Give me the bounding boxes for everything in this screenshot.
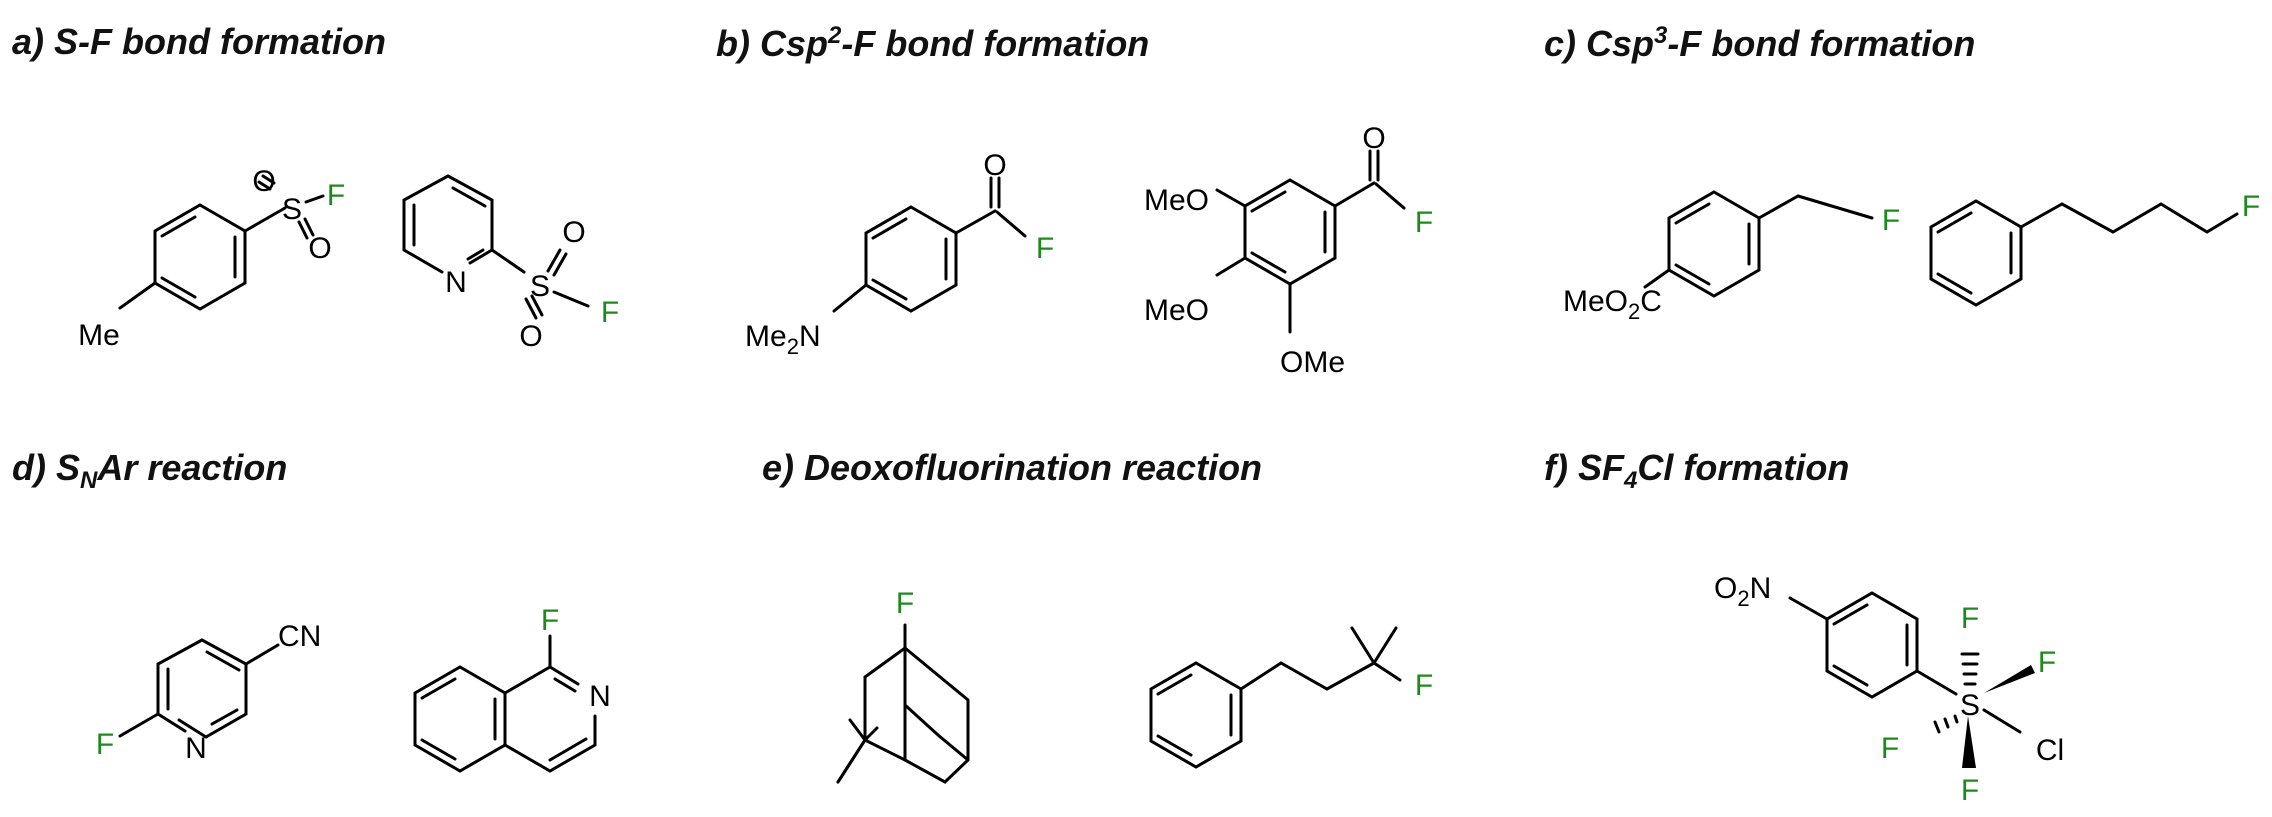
atom-f: F bbox=[1961, 774, 1979, 807]
panel-b-title: b) Csp2-F bond formation bbox=[716, 22, 1150, 64]
atom-o: O bbox=[308, 232, 331, 265]
molecule-nitrophenyl-sf4cl: S F F F F Cl O2N bbox=[1714, 572, 2064, 807]
atom-f: F bbox=[327, 179, 345, 212]
dimethylamino-label: Me2N bbox=[745, 320, 821, 359]
atom-f: F bbox=[96, 728, 114, 761]
nitrile-label: CN bbox=[278, 620, 321, 653]
molecule-fluoronicotinonitrile: N F CN bbox=[96, 620, 322, 765]
atom-f: F bbox=[1036, 232, 1054, 265]
methoxy-label: OMe bbox=[1280, 346, 1345, 379]
atom-o: O bbox=[1362, 122, 1385, 155]
panel-e-title: e) Deoxofluorination reaction bbox=[762, 447, 1263, 488]
methyl-ester-label: MeO2C bbox=[1563, 285, 1662, 324]
hashed-bond bbox=[1933, 714, 1959, 734]
atom-f: F bbox=[1961, 602, 1979, 635]
atom-f: F bbox=[1415, 669, 1433, 702]
molecule-fluoroisoquinoline: N F bbox=[413, 604, 611, 773]
atom-o: O bbox=[252, 165, 275, 198]
atom-f: F bbox=[601, 296, 619, 329]
molecule-tosyl-fluoride: S O O F Me bbox=[78, 165, 345, 352]
molecule-fluoroadamantane: F bbox=[836, 587, 970, 784]
atom-s: S bbox=[530, 270, 550, 303]
wedge-bond bbox=[1984, 665, 2035, 693]
atom-f: F bbox=[896, 587, 914, 620]
panel-f-title: f) SF4Cl formation bbox=[1544, 447, 1850, 495]
molecule-trimethoxybenzoyl-fluoride: O F MeO MeO OMe bbox=[1144, 122, 1433, 379]
atom-s: S bbox=[1960, 689, 1980, 722]
atom-o: O bbox=[983, 149, 1006, 182]
atom-n: N bbox=[185, 732, 207, 765]
hashed-bond bbox=[1960, 652, 1980, 686]
molecule-pyridine-sulfonyl-fluoride: N S O O F bbox=[402, 174, 619, 353]
molecule-fluoromethylbutylbenzene: F bbox=[1149, 626, 1433, 769]
methyl-label: Me bbox=[78, 319, 120, 352]
molecule-dimethylaminobenzoyl-fluoride: O F Me2N bbox=[745, 149, 1054, 359]
atom-o: O bbox=[519, 320, 542, 353]
wedge-bond bbox=[1962, 716, 1976, 768]
atom-o: O bbox=[562, 216, 585, 249]
atom-n: N bbox=[589, 680, 611, 713]
molecule-fluorophenylbutane: F bbox=[1929, 190, 2260, 307]
atom-f: F bbox=[1881, 732, 1899, 765]
atom-f: F bbox=[2242, 190, 2260, 223]
atom-f: F bbox=[541, 604, 559, 637]
atom-f: F bbox=[1415, 206, 1433, 239]
methoxy-label: MeO bbox=[1144, 294, 1209, 327]
atom-n: N bbox=[445, 266, 467, 299]
panel-d-title: d) SNAr reaction bbox=[12, 447, 288, 495]
panel-a-title: a) S-F bond formation bbox=[12, 21, 386, 62]
panel-c-title: c) Csp3-F bond formation bbox=[1544, 22, 1976, 64]
atom-f: F bbox=[2038, 646, 2056, 679]
nitro-label: O2N bbox=[1714, 572, 1771, 611]
atom-f: F bbox=[1882, 204, 1900, 237]
chlorine-label: Cl bbox=[2036, 734, 2064, 767]
methoxy-label: MeO bbox=[1144, 184, 1209, 217]
atom-s: S bbox=[282, 193, 302, 226]
molecule-fluoromethyl-benzoate: F MeO2C bbox=[1563, 190, 1900, 324]
